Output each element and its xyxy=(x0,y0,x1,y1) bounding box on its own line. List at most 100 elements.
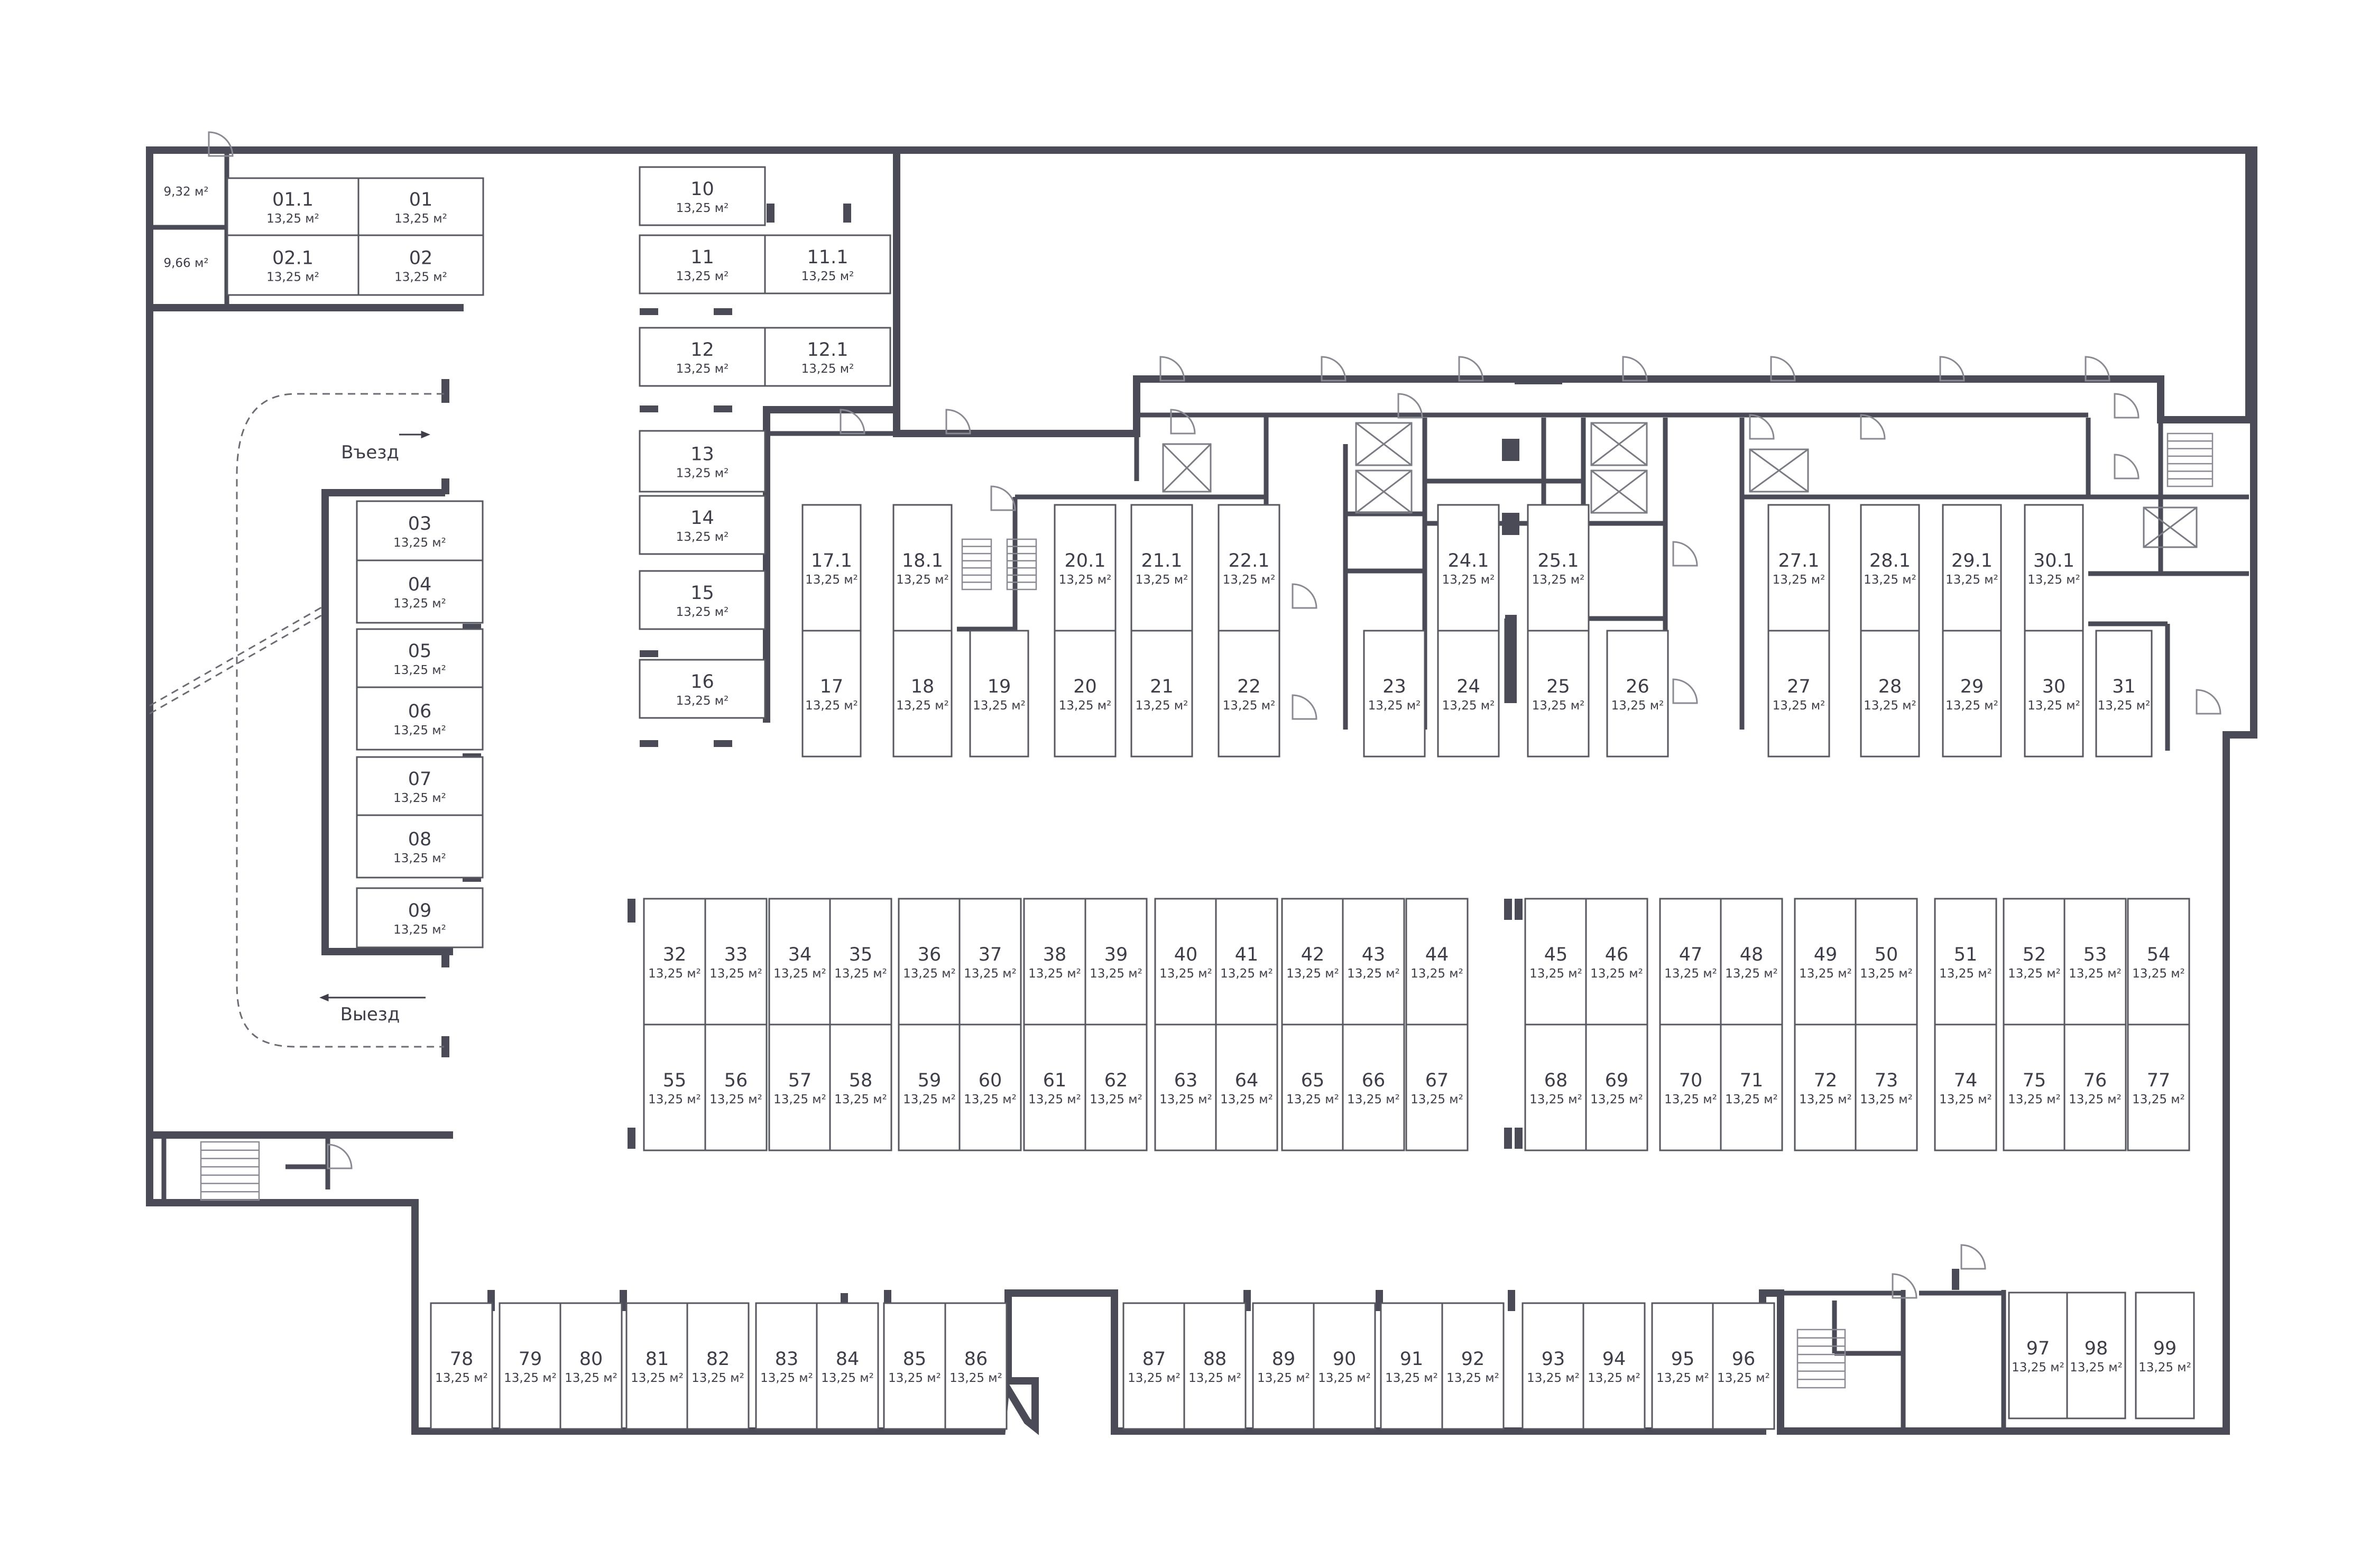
cell-box[interactable] xyxy=(1218,630,1280,758)
cell-box[interactable] xyxy=(1606,630,1669,758)
cell-box[interactable] xyxy=(2024,504,2084,632)
cell-box[interactable] xyxy=(1659,1023,1722,1151)
cell-box[interactable] xyxy=(430,1302,493,1430)
cell-box[interactable] xyxy=(1934,1023,1997,1151)
cell-box[interactable] xyxy=(1794,898,1857,1026)
cell-box[interactable] xyxy=(1441,1302,1505,1430)
storage-cell-28.1[interactable]: 28.113,25 м² xyxy=(1860,504,1920,632)
storage-cell-11.1[interactable]: 11.113,25 м² xyxy=(764,234,891,294)
cell-box[interactable] xyxy=(898,898,961,1026)
cell-box[interactable] xyxy=(1130,630,1193,758)
cell-box[interactable] xyxy=(2127,1023,2190,1151)
cell-box[interactable] xyxy=(1054,630,1117,758)
cell-box[interactable] xyxy=(1437,504,1500,632)
cell-box[interactable] xyxy=(686,1302,750,1430)
cell-box[interactable] xyxy=(1183,1302,1247,1430)
storage-cell-27.1[interactable]: 27.113,25 м² xyxy=(1767,504,1830,632)
cell-box[interactable] xyxy=(1855,898,1918,1026)
cell-box[interactable] xyxy=(2095,630,2153,758)
cell-box[interactable] xyxy=(356,628,484,688)
cell-box[interactable] xyxy=(639,570,766,630)
cell-box[interactable] xyxy=(1720,898,1783,1026)
cell-box[interactable] xyxy=(639,495,766,555)
cell-box[interactable] xyxy=(1084,1023,1148,1151)
cell-box[interactable] xyxy=(944,1302,1008,1430)
cell-box[interactable] xyxy=(892,504,953,632)
storage-cell-20.1[interactable]: 20.113,25 м² xyxy=(1054,504,1117,632)
cell-box[interactable] xyxy=(1154,1023,1218,1151)
cell-box[interactable] xyxy=(1084,898,1148,1026)
storage-cell-02.1[interactable]: 02.113,25 м² xyxy=(226,234,359,296)
cell-box[interactable] xyxy=(1281,898,1344,1026)
cell-box[interactable] xyxy=(969,630,1029,758)
cell-box[interactable] xyxy=(883,1302,946,1430)
cell-box[interactable] xyxy=(1860,630,1920,758)
cell-box[interactable] xyxy=(1720,1023,1783,1151)
cell-box[interactable] xyxy=(1855,1023,1918,1151)
cell-box[interactable] xyxy=(1522,1302,1585,1430)
cell-box[interactable] xyxy=(764,327,891,387)
cell-box[interactable] xyxy=(1585,1023,1648,1151)
cell-box[interactable] xyxy=(704,1023,768,1151)
cell-box[interactable] xyxy=(1281,1023,1344,1151)
cell-box[interactable] xyxy=(801,504,862,632)
cell-box[interactable] xyxy=(1942,630,2002,758)
cell-box[interactable] xyxy=(2008,1292,2068,1419)
cell-box[interactable] xyxy=(357,177,484,236)
cell-box[interactable] xyxy=(816,1302,879,1430)
cell-box[interactable] xyxy=(2063,1023,2127,1151)
cell-box[interactable] xyxy=(639,430,766,493)
cell-box[interactable] xyxy=(2024,630,2084,758)
cell-box[interactable] xyxy=(2127,898,2190,1026)
storage-cell-12.1[interactable]: 12.113,25 м² xyxy=(764,327,891,387)
cell-box[interactable] xyxy=(357,234,484,296)
cell-box[interactable] xyxy=(1130,504,1193,632)
cell-box[interactable] xyxy=(643,898,706,1026)
cell-box[interactable] xyxy=(829,898,892,1026)
cell-box[interactable] xyxy=(356,887,484,948)
